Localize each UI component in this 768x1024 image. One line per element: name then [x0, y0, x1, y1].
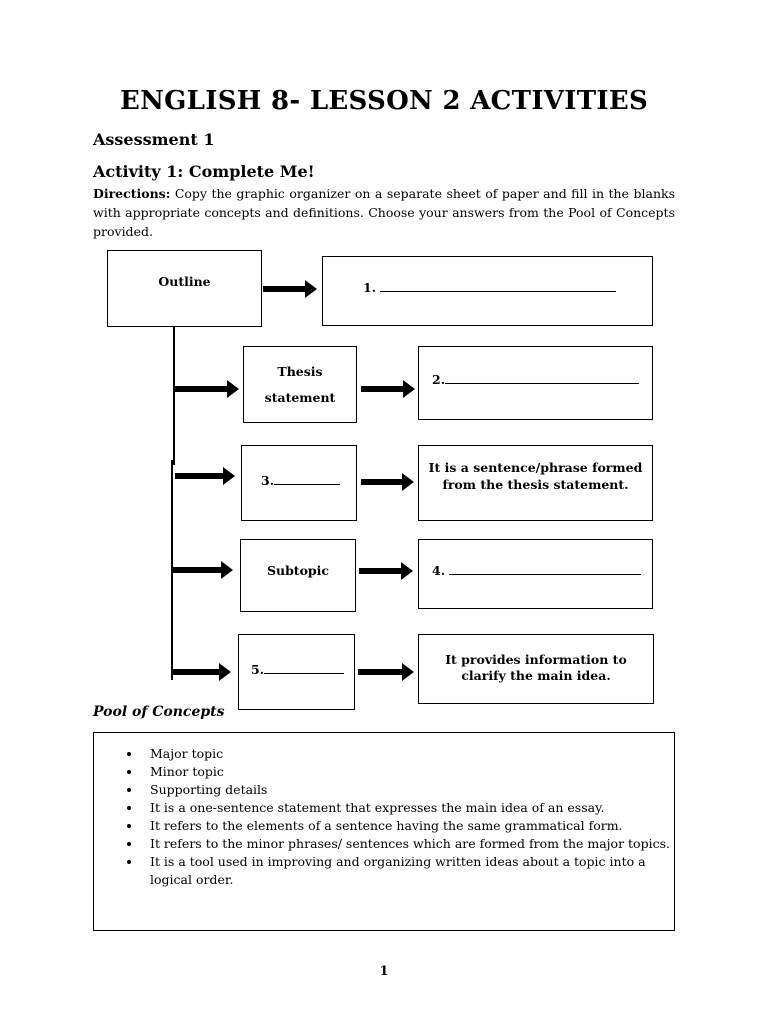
blank-4-line[interactable]: [449, 560, 642, 575]
arrow-right-icon: [173, 663, 231, 681]
blank-5-line[interactable]: [264, 659, 345, 674]
directions-text: Copy the graphic organizer on a separate…: [93, 186, 675, 239]
thesis-statement-box: Thesis statement: [243, 346, 357, 423]
list-item: It refers to the minor phrases/ sentence…: [142, 835, 674, 853]
arrow-right-icon: [175, 380, 239, 398]
answer-box-5: 5.: [238, 634, 355, 710]
directions-paragraph: Directions: Copy the graphic organizer o…: [93, 184, 675, 241]
page-number: 1: [379, 964, 389, 979]
definition-3-text: It is a sentence/phrase formed from the …: [428, 460, 643, 492]
assessment-heading: Assessment 1: [93, 130, 215, 149]
outline-box: Outline: [107, 250, 262, 327]
list-item: It is a tool used in improving and organ…: [142, 853, 674, 889]
definition-5-text: It provides information to clarify the m…: [445, 652, 627, 683]
definition-box-5: It provides information to clarify the m…: [418, 634, 654, 704]
connector-line-upper: [173, 327, 175, 465]
thesis-label-line1: Thesis: [277, 363, 323, 379]
answer-box-2: 2.: [418, 346, 653, 420]
arrow-right-icon: [358, 663, 414, 681]
list-item: Supporting details: [142, 781, 674, 799]
list-item: It refers to the elements of a sentence …: [142, 817, 674, 835]
answer-box-3: 3.: [241, 445, 357, 521]
answer-box-1: 1.: [322, 256, 653, 326]
blank-1-number: 1.: [363, 280, 377, 295]
list-item: Major topic: [142, 745, 674, 763]
connector-line-lower: [171, 460, 173, 680]
arrow-right-icon: [263, 280, 317, 298]
definition-box-3: It is a sentence/phrase formed from the …: [418, 445, 653, 521]
blank-3-number: 3.: [261, 473, 275, 488]
blank-2-number: 2.: [432, 372, 446, 387]
pool-of-concepts-list: Major topic Minor topic Supporting detai…: [94, 745, 674, 889]
blank-3-line[interactable]: [274, 470, 341, 485]
thesis-label-line2: statement: [264, 389, 336, 405]
answer-box-4: 4.: [418, 539, 653, 609]
blank-4-number: 4.: [432, 563, 446, 578]
arrow-right-icon: [361, 473, 414, 491]
arrow-right-icon: [173, 561, 233, 579]
list-item: It is a one-sentence statement that expr…: [142, 799, 674, 817]
pool-of-concepts-heading: Pool of Concepts: [93, 704, 225, 720]
arrow-right-icon: [175, 467, 235, 485]
arrow-right-icon: [361, 380, 415, 398]
blank-5-number: 5.: [251, 662, 265, 677]
list-item: Minor topic: [142, 763, 674, 781]
blank-1-line[interactable]: [380, 277, 617, 292]
activity-heading: Activity 1: Complete Me!: [93, 162, 315, 181]
page-title: ENGLISH 8- LESSON 2 ACTIVITIES: [119, 86, 649, 116]
directions-label: Directions:: [93, 186, 171, 201]
arrow-right-icon: [359, 562, 413, 580]
blank-2-line[interactable]: [445, 369, 640, 384]
subtopic-label: Subtopic: [266, 563, 330, 578]
outline-label: Outline: [158, 274, 211, 289]
pool-of-concepts-box: Major topic Minor topic Supporting detai…: [93, 732, 675, 931]
subtopic-box: Subtopic: [240, 539, 356, 612]
